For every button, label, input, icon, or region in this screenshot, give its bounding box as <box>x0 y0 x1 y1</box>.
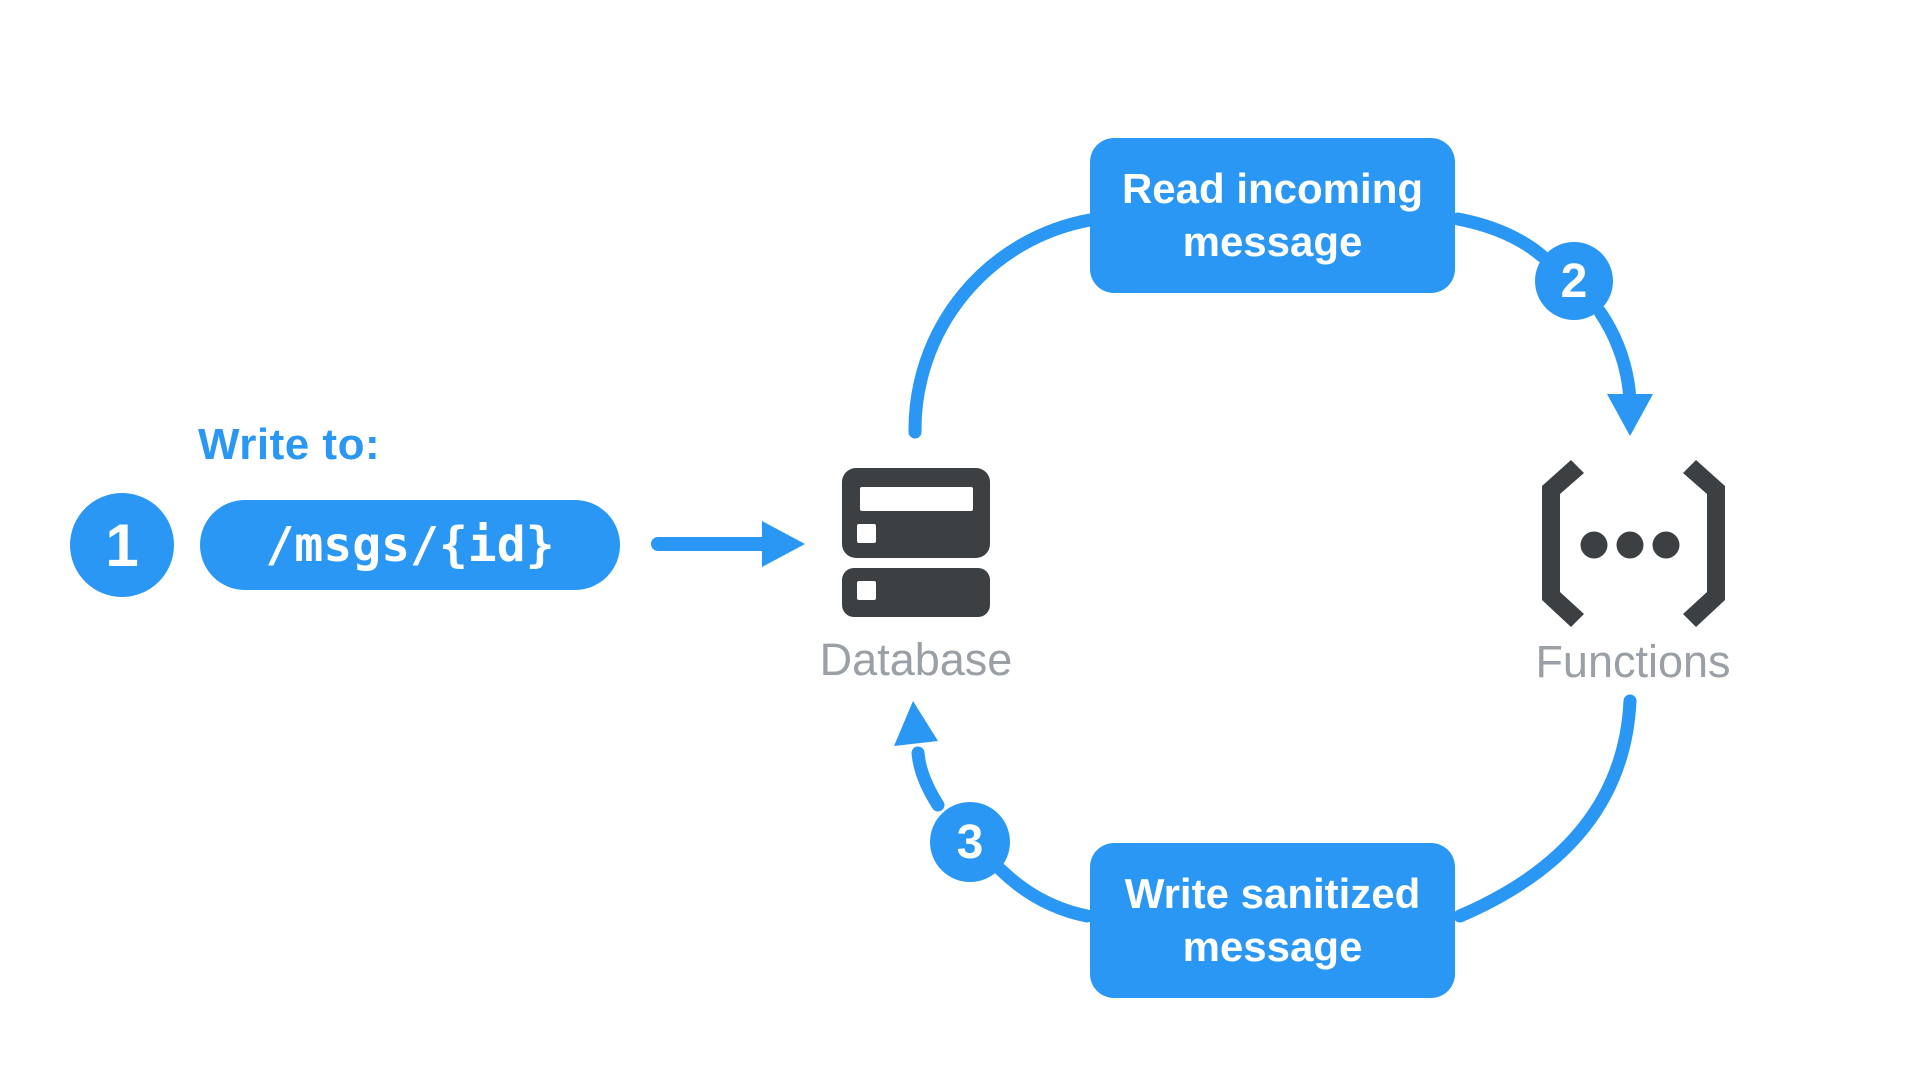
arc-read-to-step2 <box>1451 212 1549 263</box>
step-2-badge: 2 <box>1535 242 1613 320</box>
arrowhead-functions <box>1607 394 1653 436</box>
arc-database-to-read <box>908 213 1097 439</box>
write-sanitized-message-box: Write sanitized message <box>1090 843 1455 998</box>
functions-icon <box>1542 460 1725 627</box>
database-icon <box>842 468 990 617</box>
step-3-badge: 3 <box>930 802 1010 882</box>
read-incoming-message-box: Read incoming message <box>1090 138 1455 293</box>
path-pill: /msgs/{id} <box>200 500 620 590</box>
arrowhead-database <box>894 701 938 746</box>
arc-step3-to-database <box>911 746 945 812</box>
arc-write-to-step3 <box>994 863 1094 923</box>
step-1-badge: 1 <box>70 493 174 597</box>
database-label: Database <box>819 634 1013 685</box>
functions-label: Functions <box>1535 636 1731 687</box>
arc-step2-to-functions <box>1593 305 1637 407</box>
write-to-heading: Write to: <box>198 420 381 469</box>
arc-functions-to-write <box>1453 694 1637 923</box>
write-arrow <box>651 521 805 567</box>
